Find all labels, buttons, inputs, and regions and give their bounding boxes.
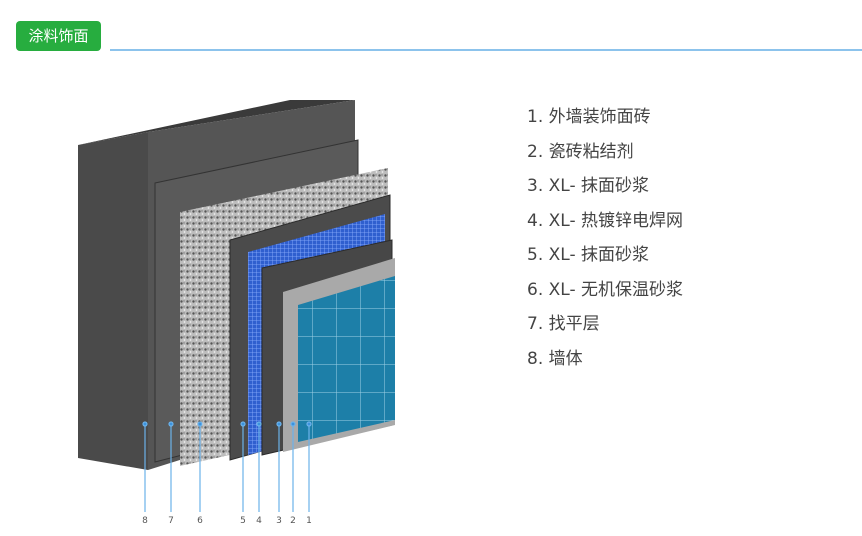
callout-label: 8 <box>142 516 148 526</box>
layer-legend: 1. 外墙装饰面砖 2. 瓷砖粘结剂 3. XL- 抹面砂浆 4. XL- 热镀… <box>527 105 683 381</box>
callout-label: 2 <box>290 516 296 526</box>
layer-1-tiles <box>298 276 395 442</box>
legend-item: 3. XL- 抹面砂浆 <box>527 176 649 196</box>
callout-label: 4 <box>256 516 262 526</box>
callout-label: 6 <box>197 516 203 526</box>
legend-item: 1. 外墙装饰面砖 <box>527 107 651 127</box>
pointer-lines <box>142 421 312 512</box>
callout-label: 1 <box>306 516 312 526</box>
title-divider <box>110 49 862 51</box>
callout-label: 7 <box>168 516 174 526</box>
callout-label: 3 <box>276 516 282 526</box>
legend-item: 4. XL- 热镀锌电焊网 <box>527 210 683 231</box>
legend-item: 6. XL- 无机保温砂浆 <box>527 279 683 300</box>
legend-item: 7. 找平层 <box>527 314 600 334</box>
section-title-badge: 涂料饰面 <box>16 21 101 51</box>
legend-item: 8. 墙体 <box>527 348 583 369</box>
callout-label: 5 <box>240 516 246 526</box>
legend-item: 2. 瓷砖粘结剂 <box>527 141 634 162</box>
legend-item: 5. XL- 抹面砂浆 <box>527 245 649 265</box>
